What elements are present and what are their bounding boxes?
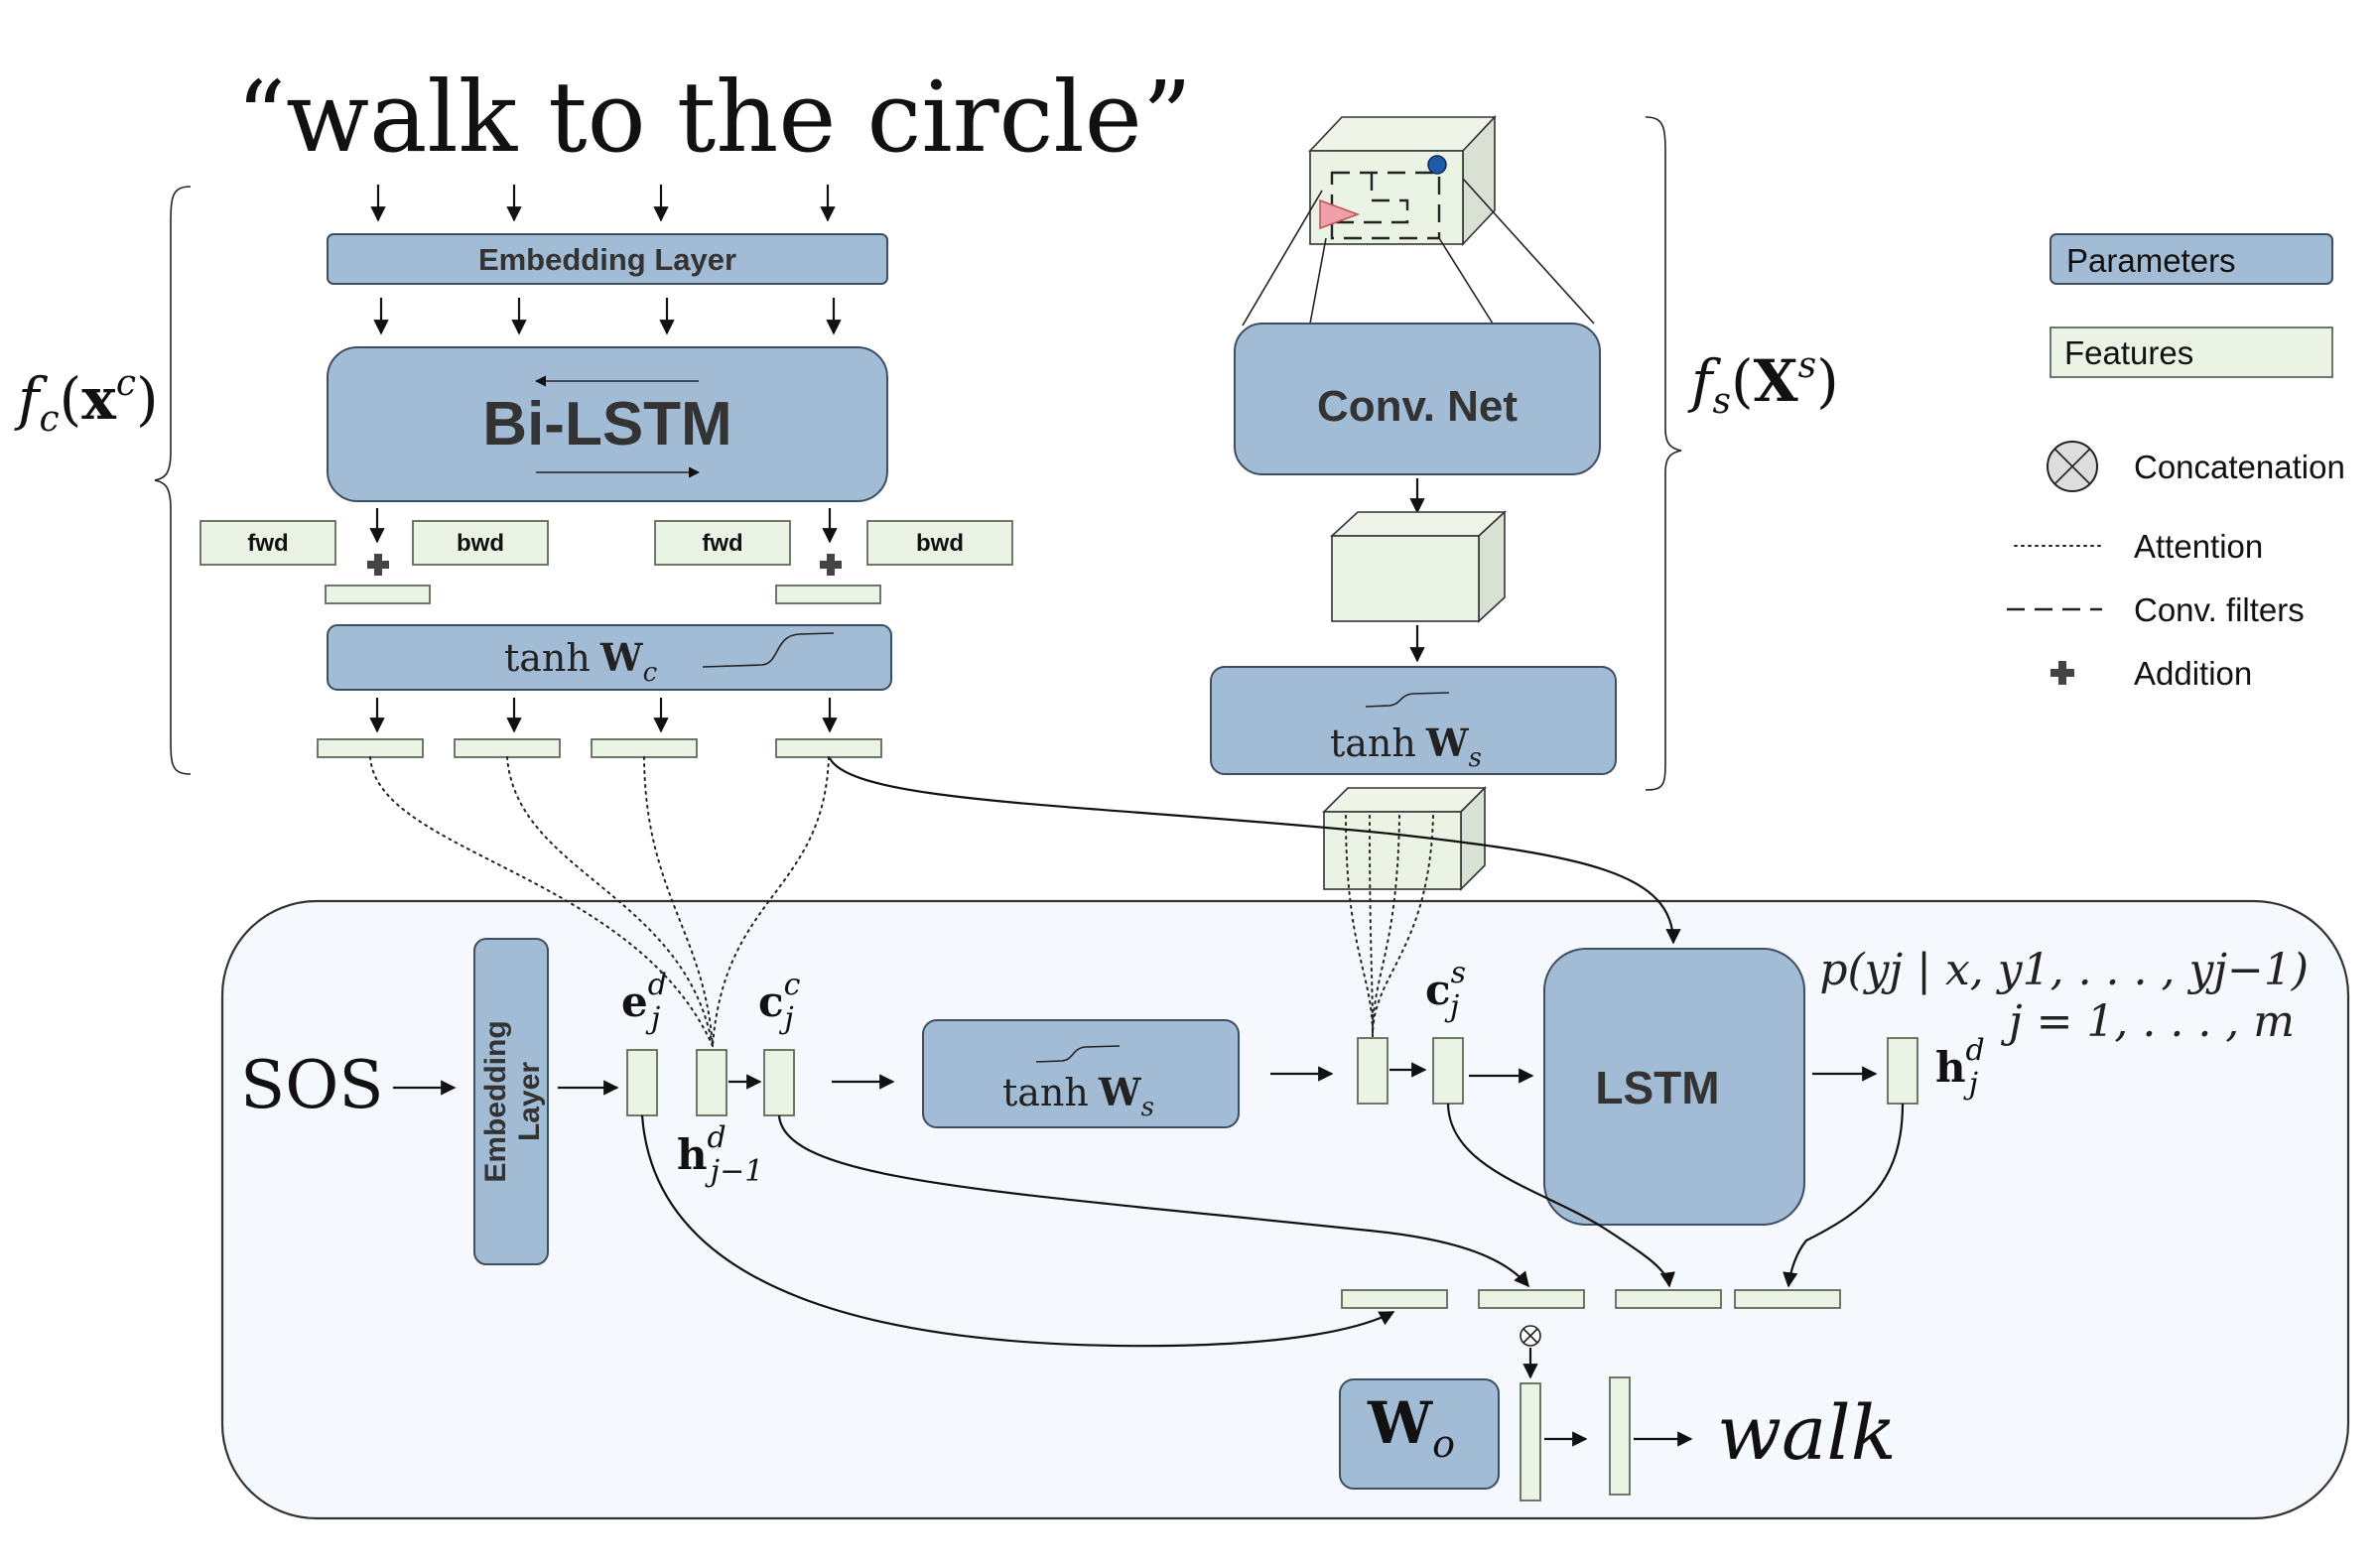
encoder-embedding-label: Embedding Layer — [478, 242, 736, 277]
h-to-concat-connection — [1783, 1103, 1905, 1288]
legend-parameters-label: Parameters — [2066, 242, 2236, 279]
decoder-embedding-label: EmbeddingLayer — [479, 1020, 546, 1182]
legend-addition-label: Addition — [2134, 655, 2252, 692]
instruction-feature-2 — [454, 738, 561, 758]
concat-slot-4 — [1734, 1289, 1841, 1309]
conv-net-label: Conv. Net — [1317, 382, 1518, 431]
encoder-embedding-layer — [327, 233, 888, 285]
sos-token: SOS — [240, 1047, 384, 1123]
tanh-curve-icon — [702, 632, 835, 668]
legend-features-label: Features — [2064, 334, 2193, 371]
legend-parameters-swatch — [2049, 233, 2333, 285]
e-to-concat-connection — [640, 1114, 1395, 1348]
bwd-state-1 — [412, 520, 549, 566]
instruction-feature-1 — [317, 738, 424, 758]
word-input-arrows — [370, 185, 836, 222]
instruction-attention-lines — [369, 756, 830, 1047]
scene-attn-vector — [1357, 1037, 1388, 1105]
decoder-tanh-curve-icon — [1035, 1045, 1121, 1063]
c-s-vector — [1432, 1037, 1464, 1105]
concat-op-icon — [1520, 1325, 1541, 1347]
cc-to-concat-connection — [777, 1114, 1529, 1288]
h-vector — [1887, 1037, 1918, 1105]
bilstm-label: Bi-LSTM — [482, 390, 731, 458]
bwd-label-1: bwd — [457, 530, 504, 557]
fwd-state-2 — [654, 520, 791, 566]
encoder-tanh-wc-block — [327, 624, 892, 691]
decoder-tanh-ws-block — [922, 1019, 1240, 1128]
bwd-state-2 — [866, 520, 1013, 566]
legend-addition-icon — [2050, 661, 2074, 685]
scene-input-cube — [1308, 114, 1497, 247]
scene-function-label: fs(Xs) — [1687, 345, 1839, 422]
legend-concatenation-label: Concatenation — [2134, 449, 2345, 485]
summed-state-1 — [325, 585, 431, 604]
receptive-field-lines — [1242, 178, 1595, 326]
bwd-label-2: bwd — [916, 530, 964, 557]
legend-attention-label: Attention — [2134, 528, 2263, 565]
encoder-to-lstm-connection — [829, 757, 1681, 945]
concatenation-icon — [2047, 441, 2098, 492]
fwd-state-1 — [199, 520, 336, 566]
cs-to-concat-connection — [1446, 1103, 1675, 1288]
addition-icon — [367, 554, 842, 576]
goal-circle-icon — [1427, 155, 1447, 175]
concat-vector — [1520, 1382, 1541, 1501]
wo-label: Wo — [1367, 1389, 1455, 1466]
scene-attention-lines — [1345, 815, 1434, 1037]
conv-net-block — [1234, 323, 1601, 475]
tanh-output-arrows — [369, 698, 838, 733]
fwd-label-1: fwd — [247, 530, 288, 557]
summed-state-2 — [775, 585, 881, 604]
scene-brace — [1645, 116, 1682, 791]
encoder-function-label: fc(xc) — [14, 363, 159, 440]
fwd-label-2: fwd — [702, 530, 742, 557]
output-word: walk — [1717, 1388, 1897, 1477]
logits-vector — [1609, 1376, 1631, 1496]
concat-slot-1 — [1341, 1289, 1448, 1309]
decoder-lstm-label: LSTM — [1595, 1062, 1719, 1113]
agent-triangle-icon — [1319, 198, 1361, 230]
instruction-feature-4 — [775, 738, 882, 758]
wo-block — [1339, 1378, 1500, 1490]
instruction-feature-3 — [591, 738, 698, 758]
concat-slot-3 — [1615, 1289, 1722, 1309]
decoder-panel — [220, 899, 2350, 1520]
instruction-quote: “walk to the circle” — [236, 62, 1192, 175]
e-vector — [626, 1049, 658, 1116]
bilstm-block — [327, 346, 888, 502]
embedding-to-bilstm-arrows — [373, 298, 842, 335]
legend-conv-filters-label: Conv. filters — [2134, 591, 2305, 628]
decoder-lstm-block — [1543, 948, 1805, 1226]
bilstm-output-arrows — [369, 508, 838, 544]
scene-tanh-curve-icon — [1365, 692, 1450, 708]
probability-label: p(yj | x, y1, . . . , yj−1) — [1819, 945, 2309, 995]
h-prev-vector — [696, 1049, 727, 1116]
scene-feature-cube — [1329, 510, 1508, 623]
decoder-embedding-layer — [473, 938, 549, 1265]
scene-tanh-ws-block — [1210, 666, 1617, 775]
legend-features-swatch — [2049, 326, 2333, 378]
index-range-label: j = 1, . . . , m — [2000, 996, 2295, 1047]
c-c-vector — [763, 1049, 795, 1116]
encoder-brace — [154, 186, 192, 775]
concat-slot-2 — [1478, 1289, 1585, 1309]
